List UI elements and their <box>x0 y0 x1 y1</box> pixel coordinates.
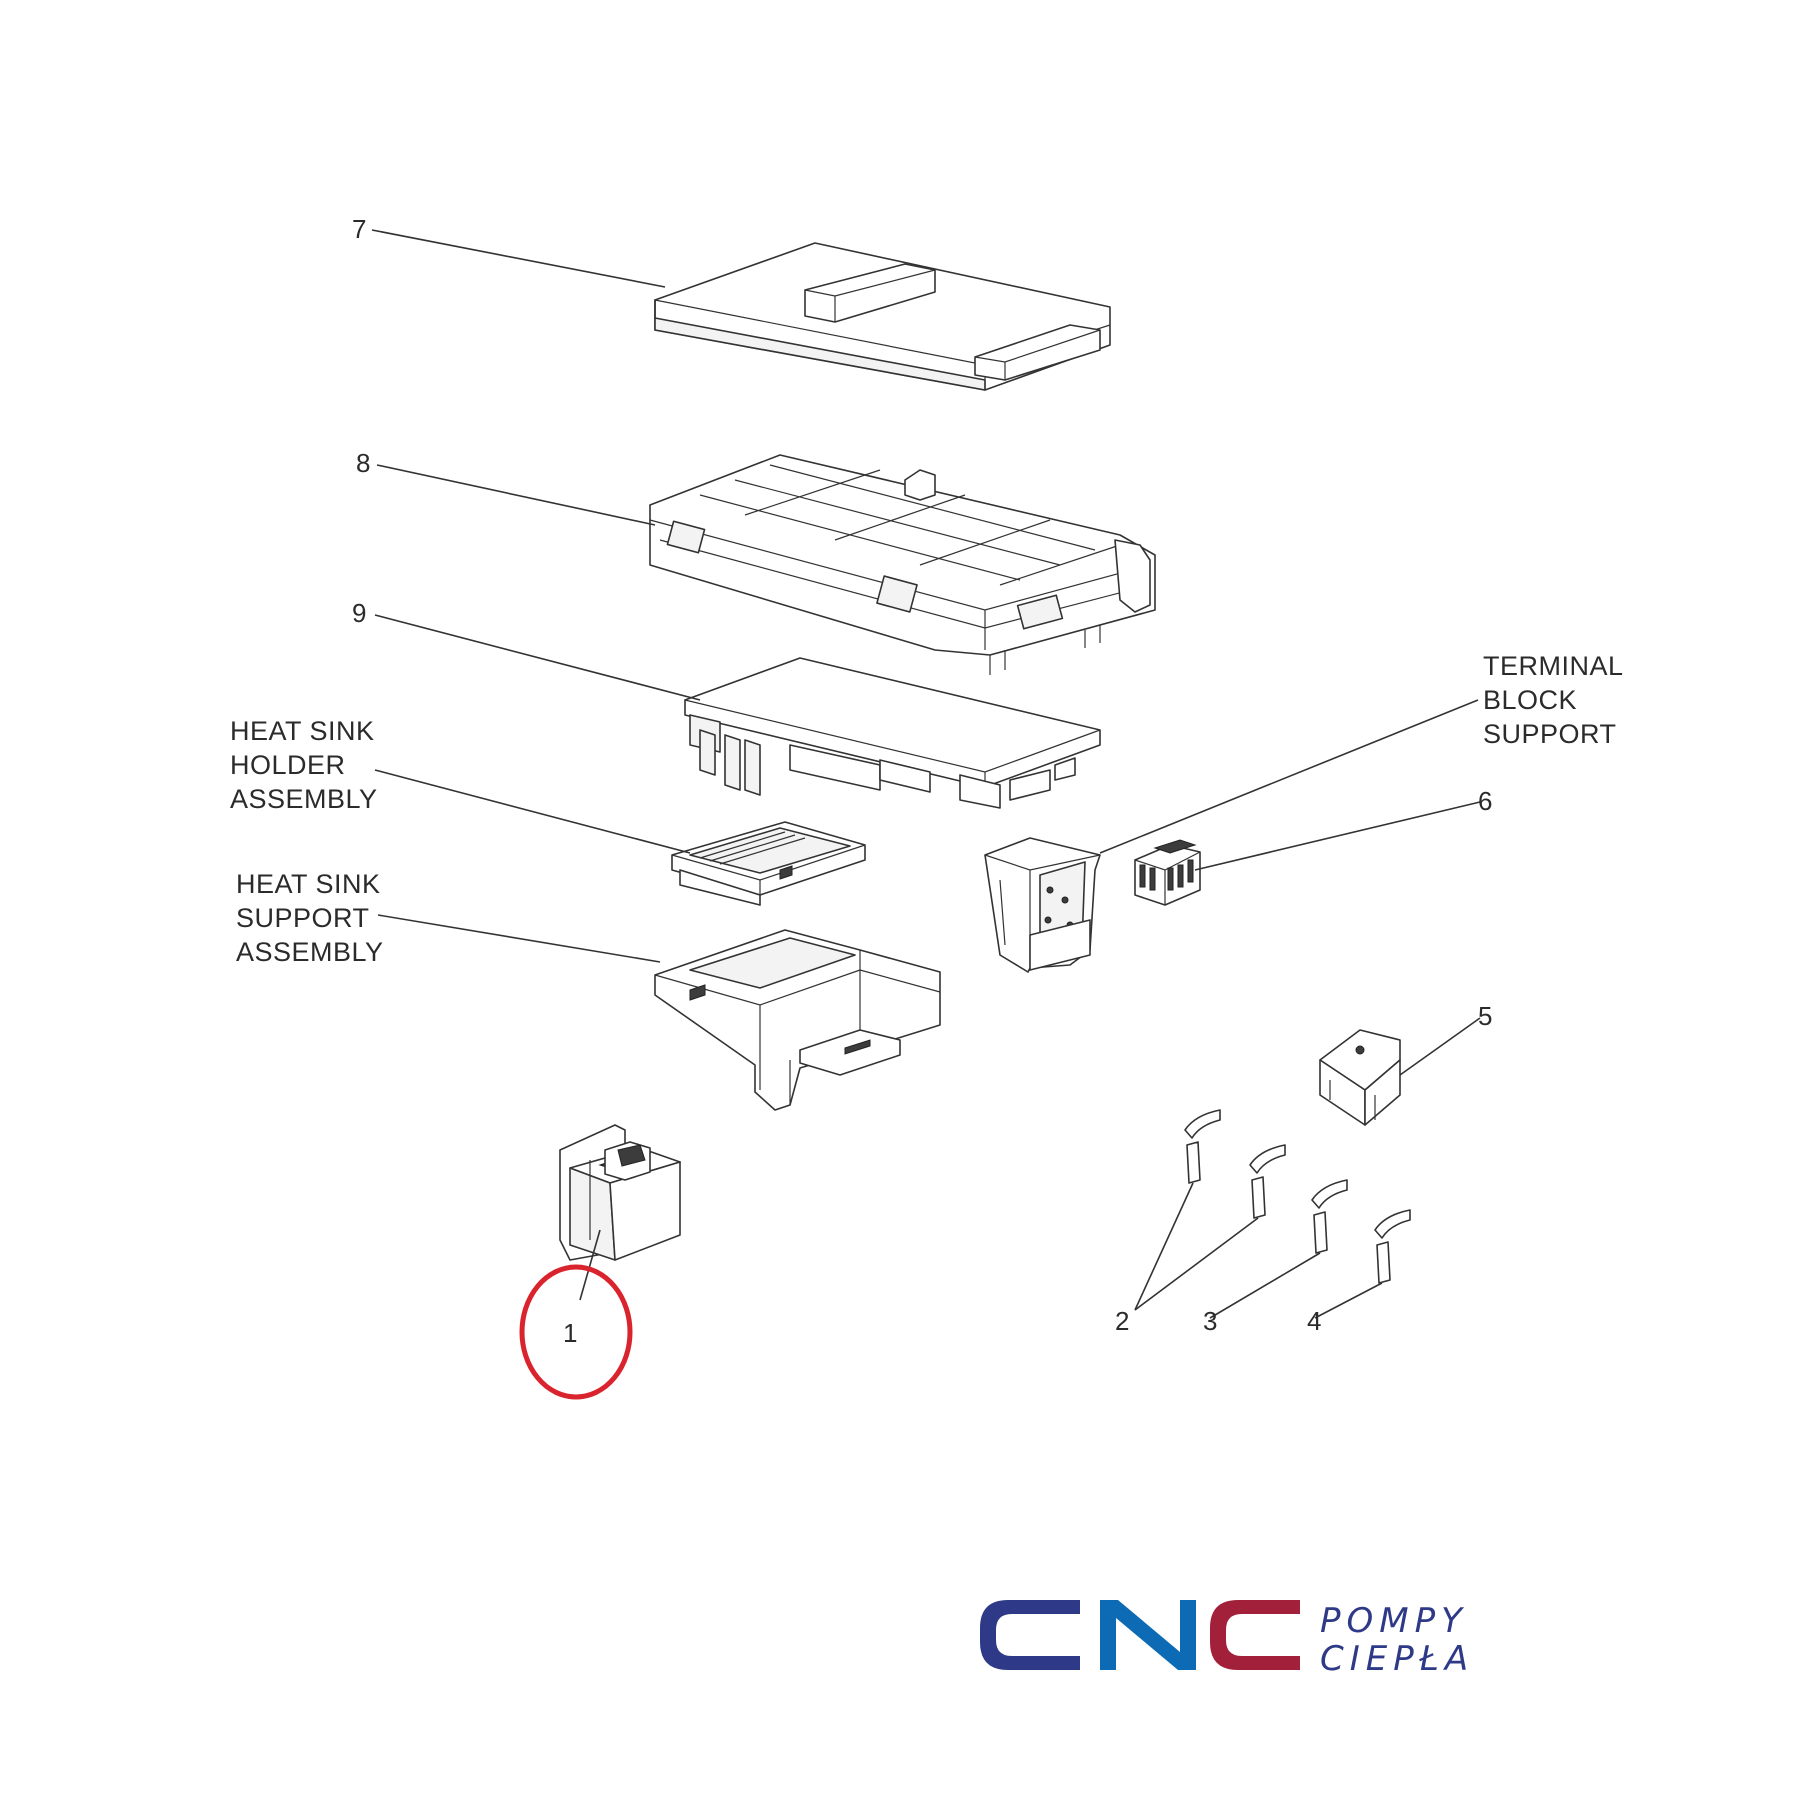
connector-b <box>1249 1144 1286 1219</box>
callout-7: 7 <box>352 214 366 244</box>
svg-text:HEAT SINK: HEAT SINK <box>236 869 381 899</box>
leader-5 <box>1399 1017 1481 1076</box>
heat-sink-support-assembly-part <box>654 929 941 1111</box>
part-6-terminal-block <box>1134 839 1201 906</box>
callout-9: 9 <box>352 598 366 628</box>
leader-3 <box>1209 1252 1321 1319</box>
cnc-logo: POMPY CIEPŁA <box>980 1600 1474 1679</box>
leader-9 <box>374 614 701 701</box>
svg-text:SUPPORT: SUPPORT <box>236 903 370 933</box>
svg-text:TERMINAL: TERMINAL <box>1483 651 1624 681</box>
svg-text:HEAT SINK: HEAT SINK <box>230 716 375 746</box>
svg-text:ASSEMBLY: ASSEMBLY <box>230 784 378 814</box>
leader-holder <box>374 769 691 854</box>
label-heat-sink-holder-assembly: HEAT SINK HOLDER ASSEMBLY <box>230 716 378 814</box>
leader-1 <box>579 1229 601 1301</box>
part-7-cover <box>654 242 1111 391</box>
leader-7 <box>371 229 666 288</box>
callout-1: 1 <box>563 1318 577 1348</box>
callout-8: 8 <box>356 448 370 478</box>
leader-2a <box>1134 1182 1194 1311</box>
part-8-chassis <box>649 454 1156 675</box>
highlight-circle <box>519 1264 633 1400</box>
connector-d <box>1374 1209 1411 1284</box>
label-heat-sink-support-assembly: HEAT SINK SUPPORT ASSEMBLY <box>236 869 384 967</box>
callout-3: 3 <box>1203 1306 1217 1336</box>
leader-terminal <box>1099 699 1479 854</box>
parts-2-3-4-cable-connectors <box>1184 1109 1411 1284</box>
callout-2: 2 <box>1115 1306 1129 1336</box>
logo-ciepla: CIEPŁA <box>1320 1639 1474 1679</box>
svg-text:BLOCK: BLOCK <box>1483 685 1577 715</box>
heat-sink-holder-assembly-part <box>671 821 866 906</box>
logo-letter-c-left <box>980 1600 1080 1670</box>
svg-text:HOLDER: HOLDER <box>230 750 346 780</box>
part-9-circuit-board <box>684 657 1101 809</box>
terminal-block-support-part <box>984 837 1101 973</box>
part-1-transformer <box>559 1124 681 1261</box>
leader-4 <box>1314 1282 1383 1319</box>
leader-2b <box>1134 1217 1259 1311</box>
label-terminal-block-support: TERMINAL BLOCK SUPPORT <box>1483 651 1624 749</box>
callout-numbers: 7 8 9 6 5 2 3 4 1 <box>352 214 1492 1348</box>
part-5-ferrite-core <box>1319 1029 1401 1126</box>
leader-support <box>377 914 661 963</box>
svg-text:SUPPORT: SUPPORT <box>1483 719 1617 749</box>
leader-8 <box>376 464 656 526</box>
logo-letter-c-right <box>1210 1600 1300 1670</box>
logo-letter-n <box>1100 1600 1196 1670</box>
leader-6 <box>1194 801 1481 871</box>
leader-lines <box>371 229 1481 1319</box>
connector-c <box>1311 1179 1348 1254</box>
logo-pompy: POMPY <box>1320 1601 1468 1641</box>
connector-a <box>1184 1109 1221 1184</box>
callout-5: 5 <box>1478 1001 1492 1031</box>
callout-4: 4 <box>1307 1306 1321 1336</box>
svg-text:ASSEMBLY: ASSEMBLY <box>236 937 384 967</box>
callout-6: 6 <box>1478 786 1492 816</box>
